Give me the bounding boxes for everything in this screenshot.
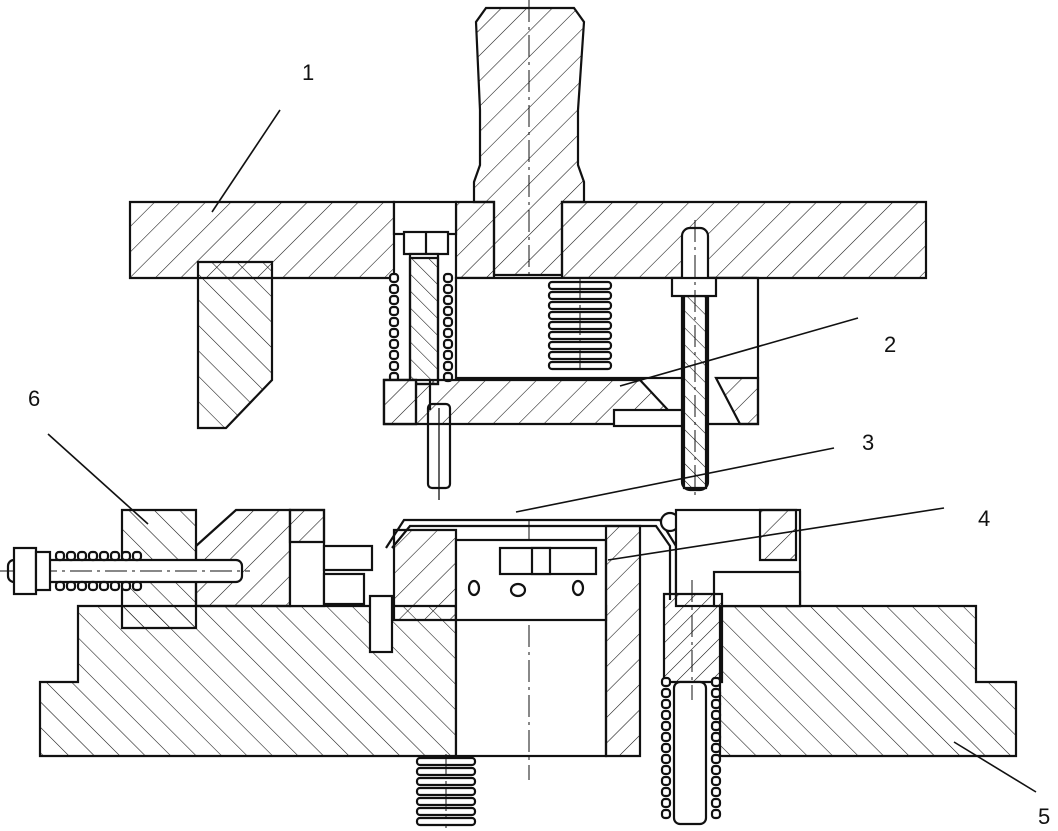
spring-coil [54, 580, 66, 592]
leader-5 [953, 741, 1037, 793]
spring-coil [388, 349, 400, 361]
spring-coil [388, 283, 400, 295]
spring-coil [660, 742, 672, 754]
spring-coil [660, 753, 672, 765]
spring-coil [65, 550, 77, 562]
spring-coil [76, 580, 88, 592]
lower-die-block [368, 524, 642, 758]
spring-coil [131, 550, 143, 562]
coil-spring-upper-left [388, 272, 454, 383]
leader-3 [515, 447, 835, 513]
spring-coil [660, 687, 672, 699]
spring-coil [710, 742, 722, 754]
disc-spring-stack-bottom [415, 754, 477, 828]
spring-coil [388, 360, 400, 372]
leader-2 [619, 317, 859, 387]
disc-spring [547, 340, 613, 351]
spring-coil [120, 580, 132, 592]
spring-coil [660, 676, 672, 688]
spring-coil [442, 349, 454, 361]
spring-coil [442, 338, 454, 350]
stripper-plate [382, 378, 706, 428]
spring-coil [710, 731, 722, 743]
coil-spring-horizontal [54, 550, 143, 592]
spring-coil [87, 580, 99, 592]
spring-coil [98, 580, 110, 592]
spring-coil [388, 316, 400, 328]
spring-coil [65, 580, 77, 592]
leader-1 [211, 109, 281, 213]
part-label-1: 1 [302, 60, 314, 85]
spring-coil [442, 360, 454, 372]
leader-6 [47, 433, 149, 525]
spring-coil [98, 550, 110, 562]
spring-coil [710, 786, 722, 798]
spring-coil [710, 720, 722, 732]
top-plate [128, 200, 928, 280]
disc-spring [415, 816, 477, 827]
spring-coil [710, 775, 722, 787]
spring-coil [76, 550, 88, 562]
spring-coil [660, 775, 672, 787]
spring-coil [660, 764, 672, 776]
spring-coil [710, 676, 722, 688]
spring-coil [710, 687, 722, 699]
ejector-pin [662, 580, 724, 826]
spring-coil [131, 580, 143, 592]
part-label-4: 4 [978, 506, 990, 531]
spring-coil [660, 786, 672, 798]
spring-coil [442, 305, 454, 317]
part-label-6: 6 [28, 386, 40, 411]
spring-coil [660, 720, 672, 732]
spring-coil [442, 283, 454, 295]
coil-spring-lower-right [660, 676, 722, 820]
spring-coil [442, 272, 454, 284]
spring-coil [54, 550, 66, 562]
spring-coil [710, 808, 722, 820]
spring-coil [109, 550, 121, 562]
leader-4 [607, 507, 945, 561]
spring-coil [87, 550, 99, 562]
spring-coil [710, 753, 722, 765]
spring-coil [710, 797, 722, 809]
spring-coil [442, 327, 454, 339]
spring-coil [710, 764, 722, 776]
spring-coil [660, 709, 672, 721]
part-label-3: 3 [862, 430, 874, 455]
spring-coil [109, 580, 121, 592]
spring-coil [710, 709, 722, 721]
spring-coil [388, 327, 400, 339]
spring-coil [388, 338, 400, 350]
spring-coil [388, 294, 400, 306]
part-label-2: 2 [884, 332, 896, 357]
spring-coil [660, 731, 672, 743]
disc-spring-stack-center [547, 278, 613, 372]
spring-coil [660, 797, 672, 809]
spring-coil [120, 550, 132, 562]
spring-coil [442, 294, 454, 306]
guide-pin [670, 220, 718, 500]
spring-coil [388, 272, 400, 284]
spring-coil [660, 808, 672, 820]
spring-coil [442, 316, 454, 328]
right-stop-block [674, 508, 802, 608]
cam-driver [196, 260, 274, 430]
spring-coil [660, 698, 672, 710]
part-label-5: 5 [1038, 804, 1050, 829]
spring-coil [710, 698, 722, 710]
spring-coil [388, 305, 400, 317]
